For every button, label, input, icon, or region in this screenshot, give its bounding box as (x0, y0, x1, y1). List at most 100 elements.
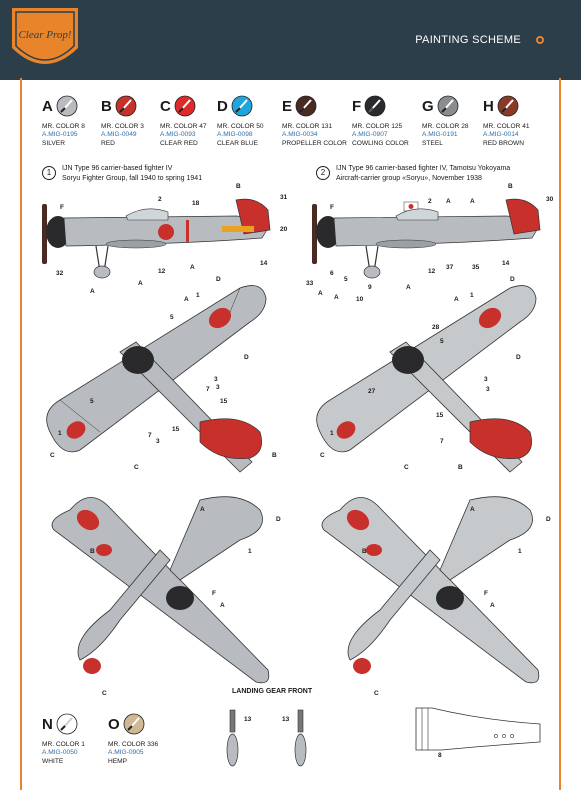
callout: 5 (90, 398, 94, 405)
callout: C (134, 464, 139, 471)
callout: A (490, 602, 495, 609)
paint-drop-icon (364, 95, 386, 117)
callout: 8 (438, 752, 442, 759)
scheme-2-title: 2 IJN Type 96 carrier-based fighter IV, … (316, 164, 510, 183)
scheme-number: 1 (42, 166, 56, 180)
callout: 2 (158, 196, 162, 203)
swatch-code: A.MIG-0014 (483, 131, 519, 139)
paint-drop-icon (56, 713, 78, 735)
callout: 12 (428, 268, 436, 275)
swatch-name: MR. COLOR 47 (160, 123, 207, 130)
swatch-label: PROPELLER COLOR (282, 139, 347, 147)
callout: A (318, 290, 323, 297)
swatch-label: STEEL (422, 139, 443, 147)
callout: 28 (432, 324, 440, 331)
callout: 31 (280, 194, 288, 201)
top-view-1 (46, 285, 267, 473)
callout: F (330, 204, 334, 211)
callout: 13 (282, 716, 290, 723)
swatch-label: CLEAR BLUE (217, 139, 259, 147)
paint-drop-icon (231, 95, 253, 117)
callout: B (458, 464, 463, 471)
swatch-code: A.MIG-0905 (108, 749, 144, 757)
swatch-code: A.MIG-0098 (217, 131, 253, 139)
callout: F (484, 590, 488, 597)
side-view-1 (42, 198, 271, 279)
callout: 5 (170, 314, 174, 321)
paint-drop-icon (295, 95, 317, 117)
paint-drop-icon (174, 95, 196, 117)
callout: 1 (330, 430, 334, 437)
side-view-2 (312, 198, 541, 279)
callout: 1 (196, 292, 200, 299)
callout: C (50, 452, 55, 459)
callout: 5 (344, 276, 348, 283)
swatch-letter: G (422, 97, 434, 115)
swatch-letter: D (217, 97, 228, 115)
callout: 1 (58, 430, 62, 437)
swatch-label: RED (101, 139, 115, 147)
swatch-code: A.MIG-0049 (101, 131, 137, 139)
callout: 27 (368, 388, 376, 395)
swatch-label: HEMP (108, 757, 128, 765)
callout: C (320, 452, 325, 459)
content-frame (20, 78, 561, 790)
swatch-letter: A (42, 97, 53, 115)
callout: 3 (484, 376, 488, 383)
scheme-number: 2 (316, 166, 330, 180)
swatch-name: MR. COLOR 1 (42, 741, 85, 748)
swatch-code: A.MIG-0191 (422, 131, 458, 139)
swatch-name: MR. COLOR 125 (352, 123, 403, 130)
callout: A (334, 294, 339, 301)
paint-drop-icon (115, 95, 137, 117)
swatch-letter: B (101, 97, 112, 115)
callout: 13 (244, 716, 252, 723)
swatch-code: A.MIG-0093 (160, 131, 196, 139)
swatch-code: A.MIG-0907 (352, 131, 388, 139)
scheme-line-1: IJN Type 96 carrier-based fighter IV (62, 165, 173, 172)
scheme-line-2: Aircraft-carrier group «Soryu», November… (336, 174, 482, 182)
callout: A (90, 288, 95, 295)
top-view-2 (316, 285, 537, 473)
fuselage-detail-diagram (415, 707, 541, 751)
callout: 7 (440, 438, 444, 445)
callout: F (212, 590, 216, 597)
callout: B (272, 452, 277, 459)
landing-gear-diagram (226, 709, 307, 767)
swatch-code: A.MIG-0195 (42, 131, 78, 139)
swatch-name: MR. COLOR 336 (108, 741, 159, 748)
callout: A (406, 284, 411, 291)
callout: 37 (446, 264, 454, 271)
swatch-label: CLEAR RED (160, 139, 198, 147)
callout: 7 (148, 432, 152, 439)
callout: D (244, 354, 249, 361)
callout: B (236, 183, 241, 190)
swatch-label: WHITE (42, 757, 64, 765)
callout: 35 (472, 264, 480, 271)
callout: A (470, 198, 475, 205)
callout: 12 (158, 268, 166, 275)
paint-drop-icon (437, 95, 459, 117)
callout: 10 (356, 296, 364, 303)
paint-drop-icon (56, 95, 78, 117)
callout: 32 (56, 270, 64, 277)
callout: A (200, 506, 205, 513)
header-dot-icon (536, 36, 544, 44)
callout: A (470, 506, 475, 513)
callout: 9 (368, 284, 372, 291)
callout: 5 (440, 338, 444, 345)
callout: D (516, 354, 521, 361)
swatch-code: A.MIG-0034 (282, 131, 318, 139)
brand-logo: Clear Prop! (12, 8, 78, 64)
callout: A (184, 296, 189, 303)
callout: B (90, 548, 95, 555)
swatch-name: MR. COLOR 28 (422, 123, 469, 130)
swatch-name: MR. COLOR 50 (217, 123, 264, 130)
callout: 30 (546, 196, 554, 203)
